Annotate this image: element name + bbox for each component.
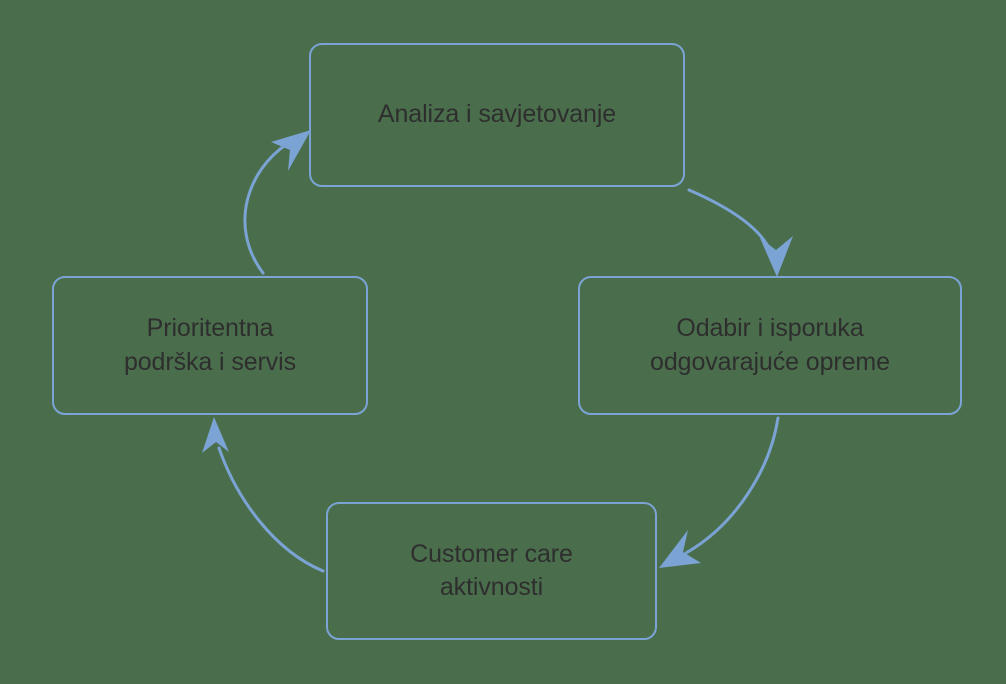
node-label: Customer care aktivnosti: [410, 539, 573, 602]
node-prioritentna-podrska-i-servis[interactable]: Prioritentna podrška i servis: [52, 276, 368, 415]
edge-analiza-odabir: [687, 188, 793, 277]
edge-odabir-customer: [659, 416, 780, 568]
edge-podrska-analiza: [243, 130, 311, 275]
node-label: Odabir i isporuka odgovarajuće opreme: [650, 314, 890, 376]
node-odabir-i-isporuka-opreme[interactable]: Odabir i isporuka odgovarajuće opreme: [578, 276, 962, 415]
node-label: Analiza i savjetovanje: [377, 100, 617, 129]
arrowhead-up-right: [271, 130, 311, 171]
node-label: Prioritentna podrška i servis: [123, 314, 297, 376]
arrowhead-down-left: [659, 530, 701, 568]
node-customer-care-aktivnosti[interactable]: Customer care aktivnosti: [326, 502, 657, 640]
edge-customer-podrska: [202, 417, 325, 573]
arrowhead-down: [760, 236, 793, 277]
node-analiza-i-savjetovanje[interactable]: Analiza i savjetovanje: [309, 43, 685, 187]
arrowhead-up: [202, 417, 229, 453]
